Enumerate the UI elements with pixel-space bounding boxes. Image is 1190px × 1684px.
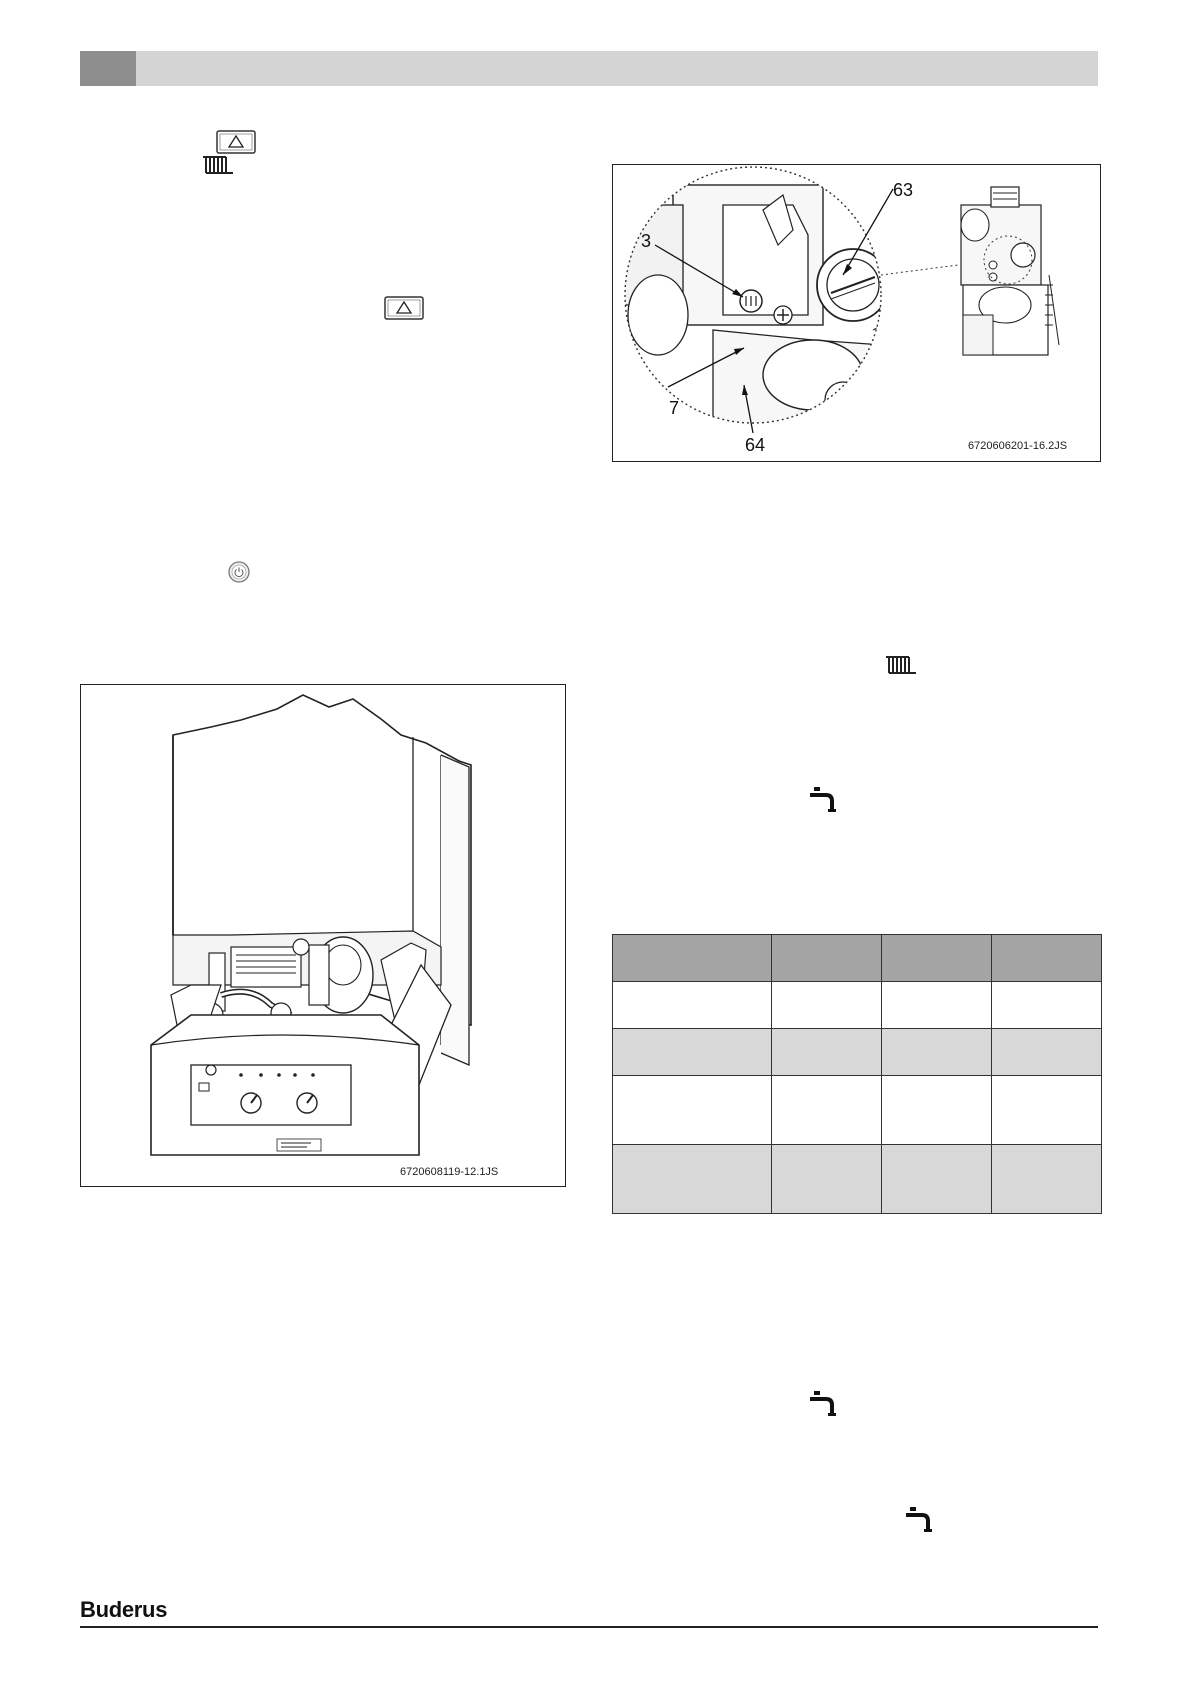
gas-valve-drawing: [624, 166, 1060, 434]
buderus-logo: Buderus: [80, 1597, 168, 1622]
table-cell: [771, 1075, 883, 1145]
tap-icon: [810, 787, 836, 812]
radiator-icon: [203, 156, 233, 174]
callout-63: 63: [893, 180, 914, 200]
table-cell: [881, 1075, 993, 1145]
callout-7: 7: [669, 398, 680, 418]
table-cell: [991, 981, 1102, 1029]
table-row: [611, 981, 1102, 1029]
power-button-icon: [228, 561, 250, 583]
figure-caption: 6720608119-12.1JS: [400, 1166, 499, 1178]
up-arrow-button-icon: [384, 296, 424, 320]
table-cell: [991, 1075, 1102, 1145]
table-row: [611, 1028, 1102, 1076]
table-cell: [881, 1028, 993, 1076]
table-header-row: [611, 934, 1102, 982]
table-cell: [991, 934, 1102, 982]
footer-rule: [80, 1626, 1098, 1628]
callout-3: 3: [641, 231, 652, 251]
gas-valve-figure: 63 3 7 64 6720606201-16.2JS: [612, 164, 1101, 462]
table-cell: [991, 1028, 1102, 1076]
header-bar: [80, 51, 1098, 86]
table-cell: [611, 1028, 773, 1076]
table-cell: [611, 1144, 773, 1214]
figure-caption: 6720606201-16.2JS: [968, 440, 1068, 452]
table-cell: [771, 981, 883, 1029]
table-cell: [611, 934, 773, 982]
table-cell: [771, 1028, 883, 1076]
table-row: [611, 1144, 1102, 1214]
table-cell: [881, 934, 993, 982]
table-cell: [771, 934, 883, 982]
tap-icon: [810, 1391, 836, 1416]
table-cell: [611, 981, 773, 1029]
tap-icon: [906, 1507, 932, 1532]
boiler-figure: 6720608119-12.1JS: [80, 684, 566, 1187]
up-arrow-button-icon: [216, 130, 256, 154]
table-cell: [611, 1075, 773, 1145]
table-cell: [881, 981, 993, 1029]
table-cell: [991, 1144, 1102, 1214]
chapter-tab: [80, 51, 136, 86]
boiler-drawing: [150, 694, 472, 1156]
callout-64: 64: [745, 435, 766, 455]
table-cell: [881, 1144, 993, 1214]
data-table: [611, 934, 1102, 1214]
table-cell: [771, 1144, 883, 1214]
table-row: [611, 1075, 1102, 1145]
radiator-icon: [886, 656, 916, 674]
